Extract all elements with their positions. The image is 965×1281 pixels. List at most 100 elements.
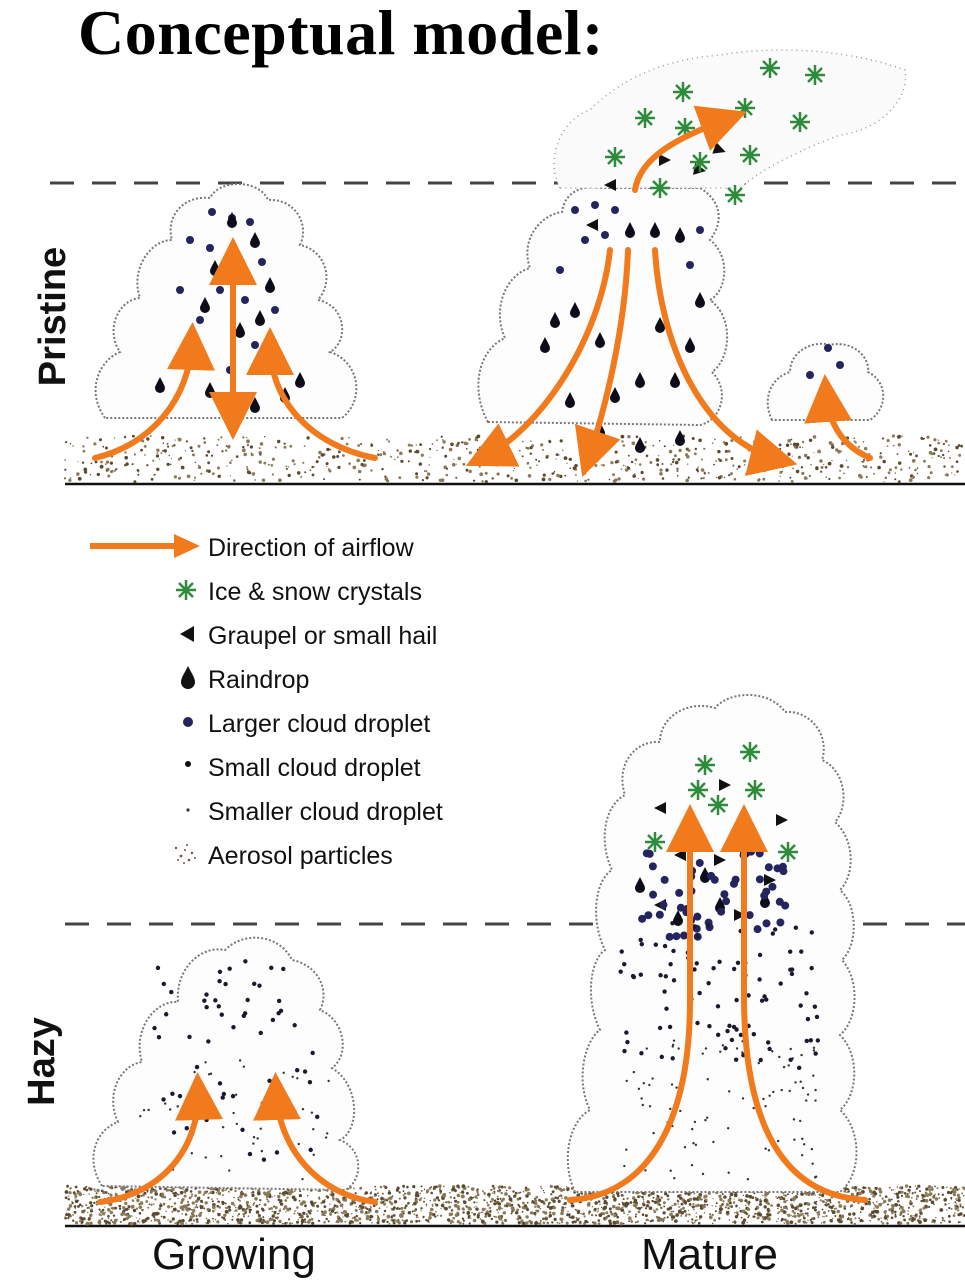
larger-droplet: [686, 261, 694, 269]
aerosol-particle: [915, 1185, 916, 1186]
row-label-pristine: Pristine: [32, 247, 75, 386]
aerosol-particle: [832, 1210, 836, 1214]
aerosol-particle: [634, 473, 635, 474]
aerosol-particle: [902, 436, 903, 437]
aerosol-particle: [389, 1202, 391, 1204]
aerosol-particle: [293, 463, 295, 465]
aerosol-particle: [139, 1222, 140, 1223]
small-droplet: [261, 1101, 265, 1105]
small-droplet: [206, 1039, 210, 1043]
aerosol-layer-pristine: [64, 434, 963, 483]
aerosol-particle: [587, 479, 589, 481]
aerosol-particle: [67, 1217, 69, 1219]
aerosol-particle: [68, 1196, 69, 1197]
aerosol-particle: [506, 1205, 508, 1207]
aerosol-particle: [494, 1193, 496, 1195]
aerosol-particle: [490, 1189, 492, 1191]
aerosol-particle: [203, 441, 206, 444]
aerosol-particle: [426, 1189, 429, 1192]
aerosol-particle: [704, 472, 706, 474]
aerosol-particle: [688, 1210, 689, 1211]
aerosol-particle: [132, 463, 134, 465]
aerosol-particle: [677, 1200, 679, 1202]
aerosol-particle: [669, 1206, 672, 1209]
aerosol-particle: [414, 1210, 416, 1212]
smaller-droplet: [805, 1099, 807, 1101]
aerosol-particle: [112, 1221, 114, 1223]
aerosol-particle: [885, 1195, 888, 1198]
aerosol-particle: [318, 456, 321, 459]
aerosol-particle: [501, 1192, 503, 1194]
aerosol-particle: [486, 1202, 488, 1204]
aerosol-particle: [102, 446, 104, 448]
aerosol-particle: [667, 1216, 669, 1218]
aerosol-particle: [801, 466, 803, 468]
aerosol-particle: [615, 1206, 619, 1210]
aerosol-particle: [724, 477, 725, 478]
aerosol-particle: [145, 1200, 148, 1203]
aerosol-particle: [250, 1209, 252, 1211]
aerosol-particle: [868, 1198, 871, 1201]
aerosol-particle: [627, 435, 630, 438]
aerosol-particle: [730, 1193, 734, 1197]
aerosol-particle: [732, 465, 734, 467]
small-droplet: [259, 1031, 263, 1035]
aerosol-particle: [259, 460, 262, 463]
aerosol-particle: [424, 1189, 425, 1190]
aerosol-particle: [925, 1192, 928, 1195]
aerosol-particle: [399, 1198, 401, 1200]
aerosol-particle: [829, 441, 833, 445]
aerosol-particle: [938, 440, 939, 441]
aerosol-particle: [499, 1191, 500, 1192]
aerosol-particle: [551, 1221, 553, 1223]
smaller-droplet: [705, 1047, 707, 1049]
aerosol-particle: [108, 1222, 111, 1225]
aerosol-particle: [359, 1218, 362, 1221]
aerosol-particle: [306, 436, 309, 439]
aerosol-particle: [228, 1191, 230, 1193]
aerosol-particle: [621, 435, 625, 439]
aerosol-particle: [894, 478, 896, 480]
smaller-droplet: [780, 1089, 782, 1091]
aerosol-particle: [838, 1204, 842, 1208]
aerosol-particle: [743, 1219, 746, 1222]
aerosol-particle: [171, 1221, 172, 1222]
aerosol-particle: [265, 1192, 267, 1194]
aerosol-particle: [602, 464, 605, 467]
ice-crystal: [735, 98, 755, 118]
aerosol-particle: [566, 1213, 569, 1216]
larger-droplet: [722, 897, 730, 905]
aerosol-particle: [408, 460, 410, 462]
aerosol-particle: [445, 1201, 447, 1203]
aerosol-particle: [507, 474, 510, 477]
aerosol-particle: [894, 1193, 895, 1194]
aerosol-particle: [414, 1213, 416, 1215]
aerosol-particle: [799, 446, 801, 448]
aerosol-particle: [904, 1192, 907, 1195]
aerosol-particle: [64, 459, 65, 460]
aerosol-particle: [366, 1208, 368, 1210]
aerosol-particle: [579, 1193, 580, 1194]
aerosol-particle: [813, 452, 814, 453]
aerosol-particle: [787, 453, 790, 456]
aerosol-particle: [931, 1201, 935, 1205]
small-droplet: [620, 949, 624, 953]
aerosol-particle: [210, 1189, 212, 1191]
aerosol-particle: [905, 1194, 909, 1198]
aerosol-particle: [569, 1217, 571, 1219]
aerosol-particle: [390, 456, 392, 458]
aerosol-particle: [426, 1204, 428, 1206]
aerosol-particle: [887, 1204, 889, 1206]
aerosol-particle: [746, 1201, 749, 1204]
aerosol-particle: [212, 1205, 216, 1209]
aerosol-particle: [778, 1218, 779, 1219]
larger-droplet: [601, 231, 609, 239]
aerosol-particle: [631, 461, 633, 463]
aerosol-particle: [653, 1210, 656, 1213]
aerosol-particle: [87, 1207, 89, 1209]
aerosol-particle: [164, 1196, 167, 1199]
aerosol-particle: [110, 1219, 112, 1221]
aerosol-particle: [525, 447, 527, 449]
aerosol-particle: [439, 1190, 442, 1193]
aerosol-particle: [854, 1186, 858, 1190]
